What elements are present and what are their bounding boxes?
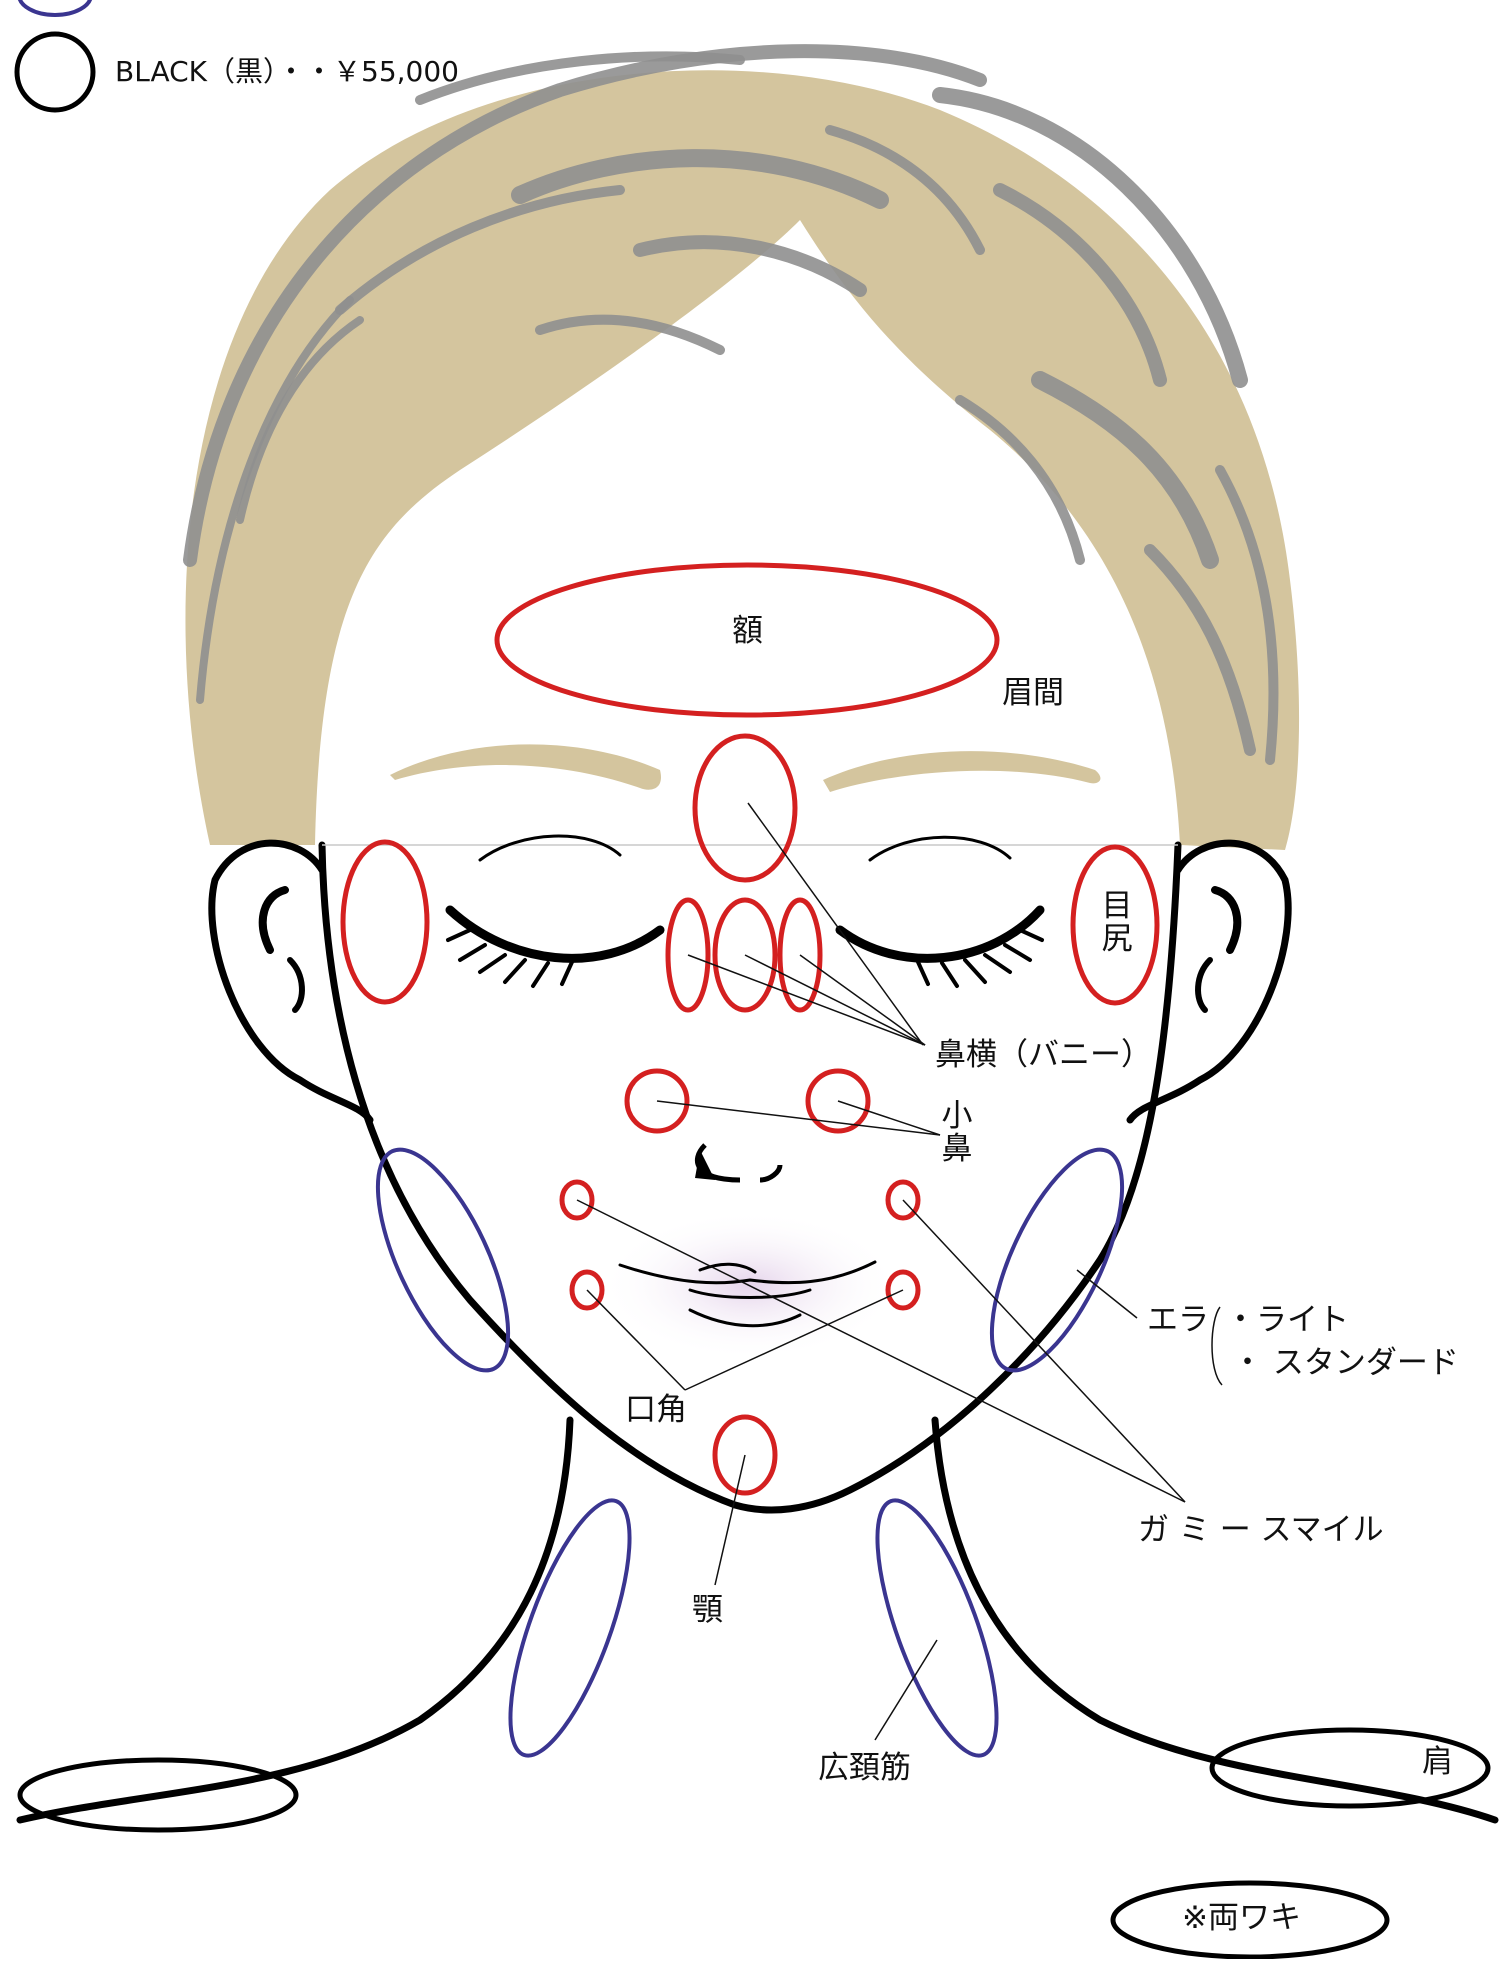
zone-eye-corner-left [343, 842, 427, 1002]
label-mouth-corner: 口角 [625, 1395, 687, 1426]
label-gummy-smile: ガ ミ ー スマイル [1138, 1515, 1384, 1546]
zone-masseter-right [966, 1132, 1149, 1388]
label-masseter-standard: ・ スタンダード [1232, 1348, 1459, 1379]
hair [185, 51, 1299, 850]
zone-platysma-right [853, 1487, 1021, 1768]
label-small-nose-2: 鼻 [940, 1133, 974, 1166]
label-bunny-lines: 鼻横（バニー） [935, 1040, 1152, 1071]
label-small-nose-1: 小 [940, 1100, 974, 1133]
label-small-nose: 小 鼻 [940, 1100, 974, 1165]
label-masseter-light: ・ライト [1225, 1305, 1349, 1336]
label-eye-corner-2: 尻 [1100, 923, 1134, 956]
label-shoulder: 肩 [1422, 1747, 1453, 1778]
label-forehead: 額 [732, 616, 763, 647]
label-eye-corner: 目 尻 [1100, 890, 1134, 955]
label-eye-corner-1: 目 [1100, 890, 1134, 923]
label-chin: 顎 [692, 1595, 723, 1626]
label-masseter: エラ [1147, 1305, 1209, 1336]
legend-marker-blue [19, 0, 91, 15]
label-underarms: ※両ワキ [1182, 1903, 1301, 1934]
zone-glabella [695, 736, 795, 880]
legend-marker-black [17, 34, 93, 110]
label-glabella: 眉間 [1002, 678, 1064, 709]
legend-black-label: BLACK（黒）・・￥55,000 [115, 58, 459, 86]
label-platysma: 広頚筋 [818, 1753, 911, 1784]
eyes [448, 836, 1042, 986]
eyebrows [390, 744, 1100, 792]
